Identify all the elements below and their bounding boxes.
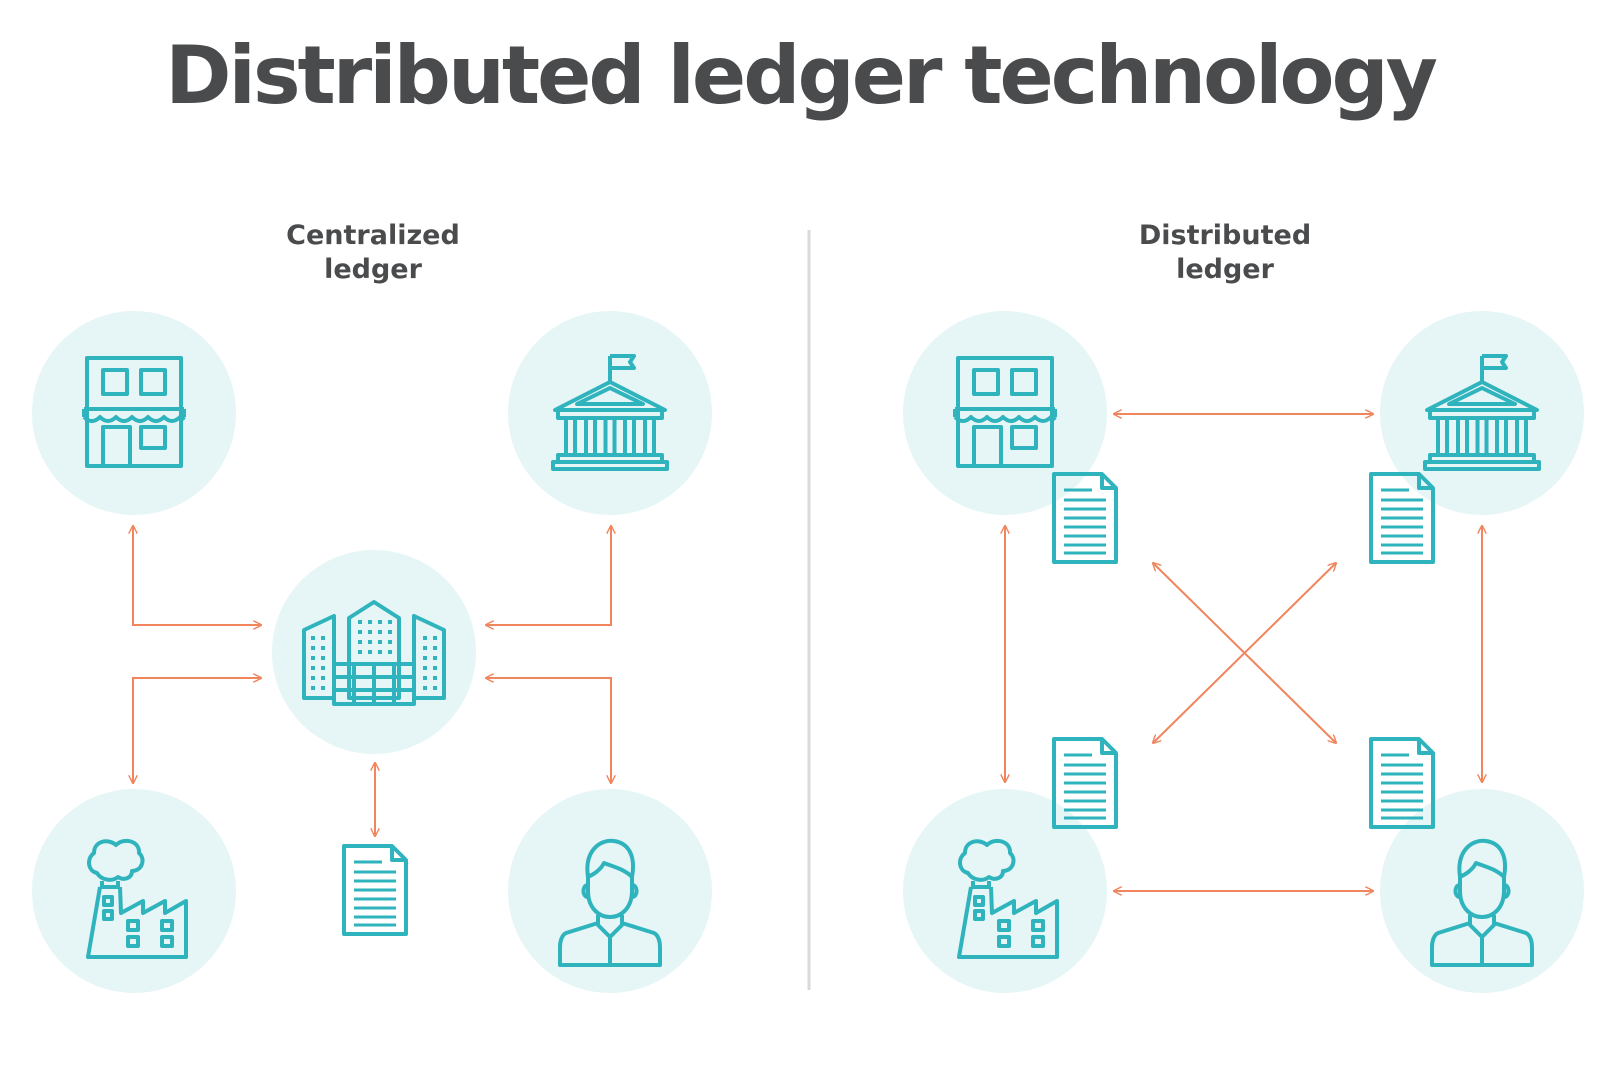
page-title: Distributed ledger technology <box>165 29 1438 122</box>
bank-node-circle <box>1380 311 1584 515</box>
arrow-central-factory <box>133 678 261 783</box>
distributed-panel <box>903 311 1584 993</box>
arrow-central-person <box>486 678 611 783</box>
distributed-label-line1: Distributed <box>1138 220 1312 251</box>
bank-node-circle <box>508 311 712 515</box>
factory-node-circle <box>903 789 1107 993</box>
centralized-panel <box>32 311 712 993</box>
arrow-bank-central <box>486 526 611 625</box>
centralized-label-line2: ledger <box>324 254 422 285</box>
store-node-circle <box>32 311 236 515</box>
document-icon <box>342 844 408 936</box>
central-authority-circle <box>272 550 476 754</box>
arrow-store-central <box>133 526 261 625</box>
document-icon <box>1369 472 1435 564</box>
centralized-ledger-label: Centralized ledger <box>223 219 523 287</box>
store-node-circle <box>903 311 1107 515</box>
centralized-label-line1: Centralized <box>286 220 460 251</box>
factory-node-circle <box>32 789 236 993</box>
distributed-label-line2: ledger <box>1176 254 1274 285</box>
distributed-ledger-label: Distributed ledger <box>1075 219 1375 287</box>
arrow-bank-factory-diagonal <box>1153 563 1336 743</box>
